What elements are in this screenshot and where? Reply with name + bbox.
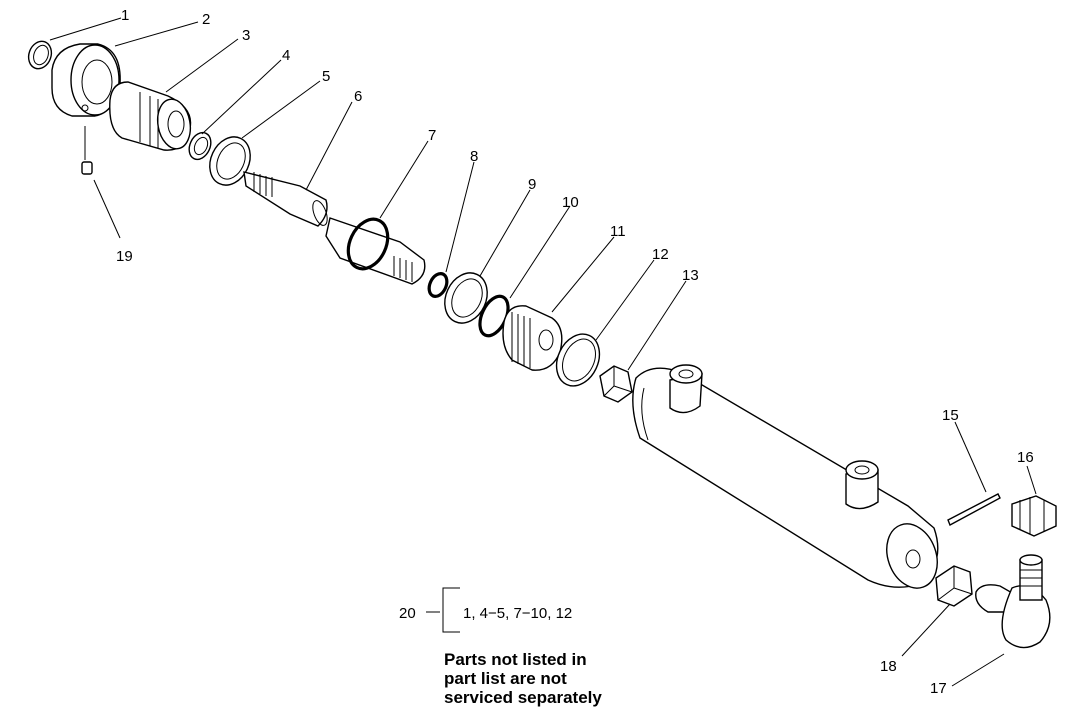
callout-3: 3: [242, 27, 250, 44]
callout-9: 9: [528, 176, 536, 193]
part-1-wiper-ring: [27, 40, 53, 70]
note-line-3: serviced separately: [444, 688, 602, 707]
callout-5: 5: [322, 68, 330, 85]
callout-8: 8: [470, 148, 478, 165]
part-6-piston-rod: [243, 171, 328, 227]
callout-12: 12: [652, 246, 669, 263]
callout-7: 7: [428, 127, 436, 144]
callout-2: 2: [202, 11, 210, 28]
callout-15: 15: [942, 407, 959, 424]
part-2-end-cap: [51, 43, 121, 117]
callout-10: 10: [562, 194, 579, 211]
callout-4: 4: [282, 47, 290, 64]
part-16-castle-nut: [1011, 495, 1057, 537]
callout-18: 18: [880, 658, 897, 675]
part-11-piston: [502, 305, 563, 371]
callout-13: 13: [682, 267, 699, 284]
part-13-hex-nut: [599, 365, 633, 403]
kit-number: 20: [399, 605, 416, 622]
part-18-jam-nut: [935, 565, 973, 607]
kit-callout: 20 1, 4−5, 7−10, 12: [399, 587, 572, 633]
callout-17: 17: [930, 680, 947, 697]
kit-bracket: [442, 587, 460, 633]
part-12-wear-ring: [555, 333, 601, 387]
part-15-cotter-pin: [947, 493, 1001, 526]
part-5-backup-ring: [209, 136, 251, 186]
cylinder-barrel: [632, 364, 939, 589]
callout-6: 6: [354, 88, 362, 105]
callout-16: 16: [1017, 449, 1034, 466]
callout-labels: 1 2 3 4 5 6 7 8 9 10 11 12 13 15 16 17 1…: [116, 7, 1034, 697]
part-8-o-ring: [427, 272, 449, 298]
callout-11: 11: [610, 223, 626, 240]
part-4-seal: [188, 131, 212, 161]
leader-lines: [49, 17, 1037, 687]
note-line-2: part list are not: [444, 669, 567, 688]
part-7-o-ring: [325, 217, 426, 285]
part-3-gland: [109, 81, 192, 151]
note-line-1: Parts not listed in: [444, 650, 587, 669]
callout-1: 1: [121, 7, 129, 24]
callout-19: 19: [116, 248, 133, 265]
part-17-tie-rod-end: [975, 554, 1051, 649]
part-19-set-screw: [81, 161, 93, 175]
kit-contents: 1, 4−5, 7−10, 12: [463, 605, 572, 622]
service-note: Parts not listed in part list are not se…: [444, 650, 602, 707]
